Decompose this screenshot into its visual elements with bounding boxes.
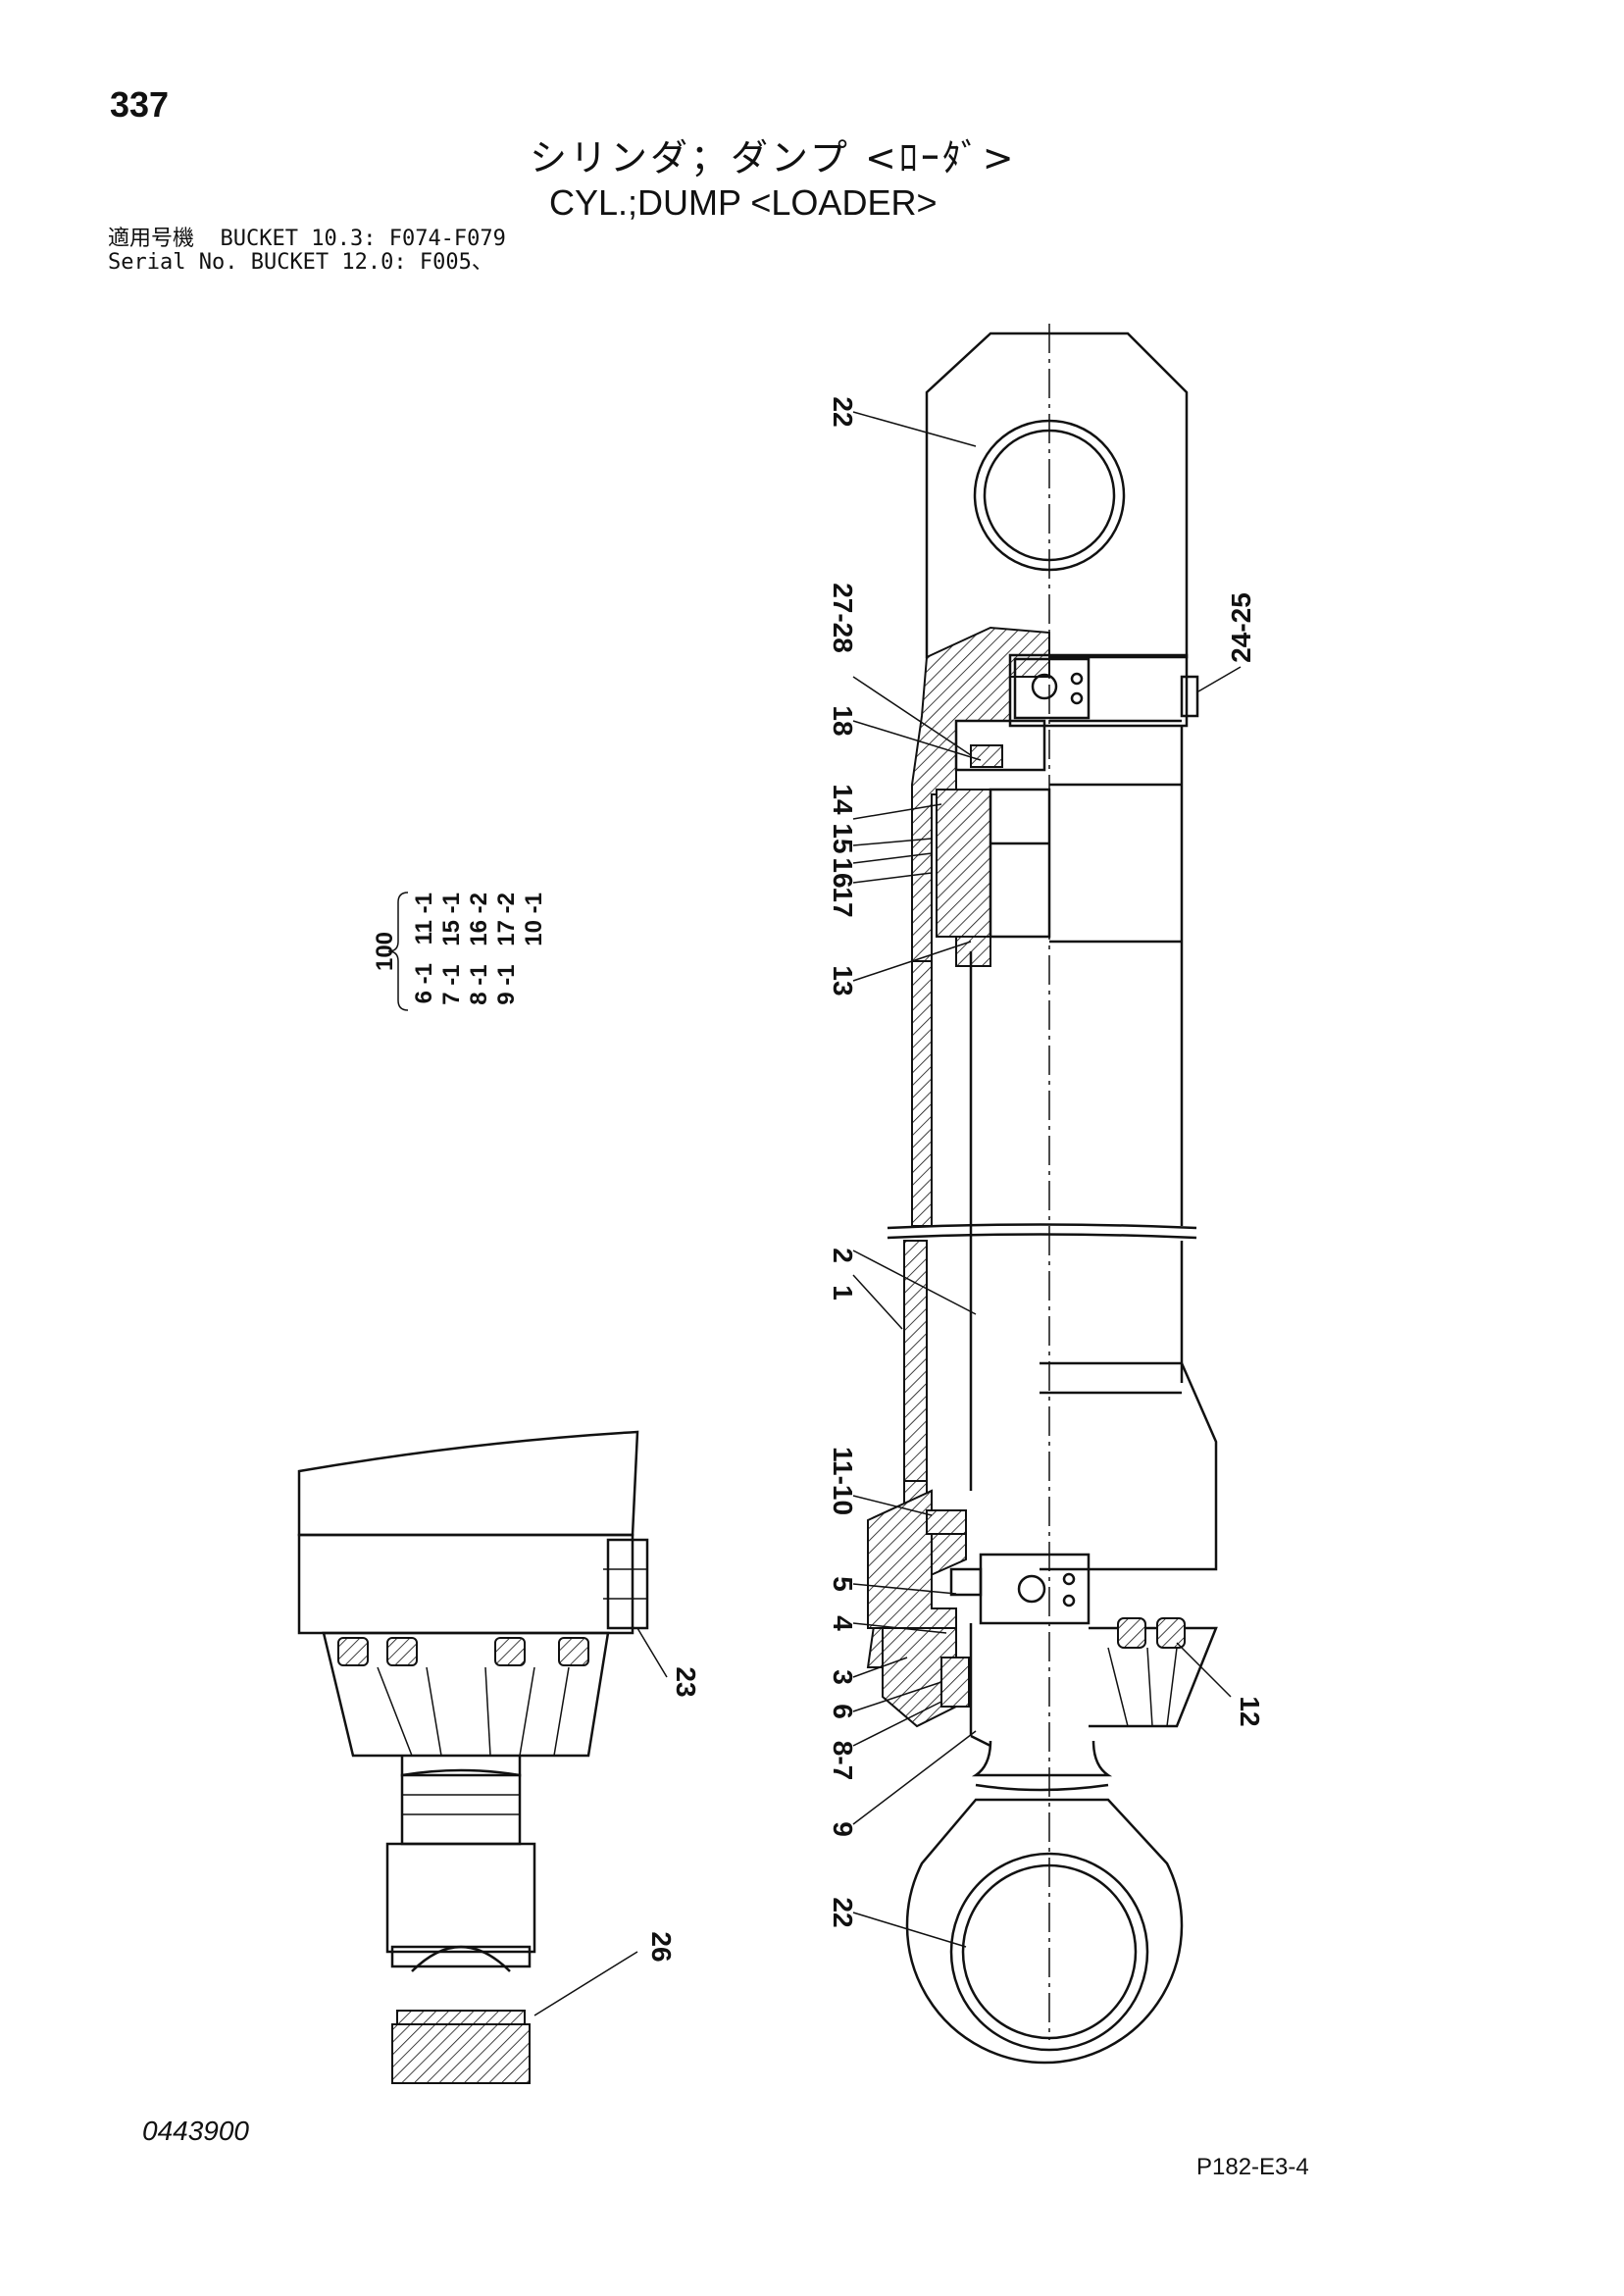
serial-line-1: 適用号機 BUCKET 10.3: F074-F079 xyxy=(108,228,506,251)
kit-row-5-a: 10 -1 xyxy=(521,893,547,946)
serial-label-jp: 適用号機 xyxy=(108,227,195,251)
callout-1: 1 xyxy=(828,1285,858,1301)
head-cap xyxy=(911,626,1199,962)
cylinder-tube xyxy=(887,719,1218,1571)
callout-16: 16 xyxy=(828,857,858,888)
callout-26: 26 xyxy=(646,1931,677,1962)
callout-15: 15 xyxy=(828,823,858,853)
kit-row-1-a: 6 -1 xyxy=(411,963,437,1003)
callout-labels: 22 27-28 18 14 15 16 17 13 24-25 1 2 11-… xyxy=(646,396,1265,1962)
callout-22-bottom: 22 xyxy=(828,1897,858,1927)
kit-table: 100 6 -1 11 -1 7 -1 15 -1 8 -1 16 -2 9 -1 17… xyxy=(372,892,547,1011)
kit-row-4-b: 17 -2 xyxy=(493,893,520,946)
callout-8-7: 8-7 xyxy=(828,1741,858,1780)
kit-row-5: 10 -1 xyxy=(521,893,547,946)
page-code: P182-E3-4 xyxy=(1196,2154,1309,2180)
callout-5: 5 xyxy=(828,1576,858,1592)
top-clevis xyxy=(925,332,1189,659)
callout-3: 3 xyxy=(828,1669,858,1685)
serial-info: 適用号機 BUCKET 10.3: F074-F079 Serial No. B… xyxy=(108,228,506,275)
kit-row-1-b: 11 -1 xyxy=(411,893,437,944)
rod-boot xyxy=(1089,1617,1218,1728)
document-number: 0443900 xyxy=(142,2116,250,2146)
kit-row-4: 9 -1 17 -2 xyxy=(493,893,520,1005)
callout-4: 4 xyxy=(828,1615,858,1631)
kit-row-3: 8 -1 16 -2 xyxy=(466,893,492,1005)
callout-27-28: 27-28 xyxy=(828,583,858,653)
detail-view xyxy=(297,1430,649,2084)
callout-24-25: 24-25 xyxy=(1226,592,1256,663)
leader-lines xyxy=(533,411,1242,2016)
callout-9: 9 xyxy=(828,1821,858,1837)
piston xyxy=(936,788,1051,967)
rod-eye xyxy=(905,1734,1184,2065)
callout-17: 17 xyxy=(828,887,858,917)
rod-head xyxy=(866,1480,1091,1736)
serial-value-1: BUCKET 10.3: F074-F079 xyxy=(220,227,506,251)
callout-23: 23 xyxy=(671,1666,701,1697)
kit-row-3-b: 16 -2 xyxy=(466,893,492,946)
kit-row-2: 7 -1 15 -1 xyxy=(438,893,465,1005)
serial-line-2: Serial No. BUCKET 12.0: F005、 xyxy=(108,251,506,275)
page-number: 337 xyxy=(110,84,170,125)
serial-value-2: BUCKET 12.0: F005、 xyxy=(250,250,493,275)
callout-11-10: 11-10 xyxy=(828,1447,858,1515)
callout-2: 2 xyxy=(828,1248,858,1263)
kit-row-2-b: 15 -1 xyxy=(438,893,465,946)
callout-12: 12 xyxy=(1235,1696,1265,1726)
kit-row-4-a: 9 -1 xyxy=(493,965,520,1005)
callout-22-top: 22 xyxy=(828,396,858,427)
kit-row-2-a: 7 -1 xyxy=(438,965,465,1005)
title-japanese: シリンダ；ダンプ <ﾛｰﾀﾞ> xyxy=(530,136,1017,179)
callout-18: 18 xyxy=(828,705,858,736)
callout-14: 14 xyxy=(828,784,858,815)
title-english: CYL.;DUMP <LOADER> xyxy=(549,182,938,223)
callout-13: 13 xyxy=(828,965,858,995)
serial-label-en: Serial No. xyxy=(108,250,238,275)
kit-row-3-a: 8 -1 xyxy=(466,965,492,1005)
kit-row-1: 6 -1 11 -1 xyxy=(411,893,437,1003)
callout-6: 6 xyxy=(828,1704,858,1719)
kit-number-label: 100 xyxy=(372,932,398,971)
